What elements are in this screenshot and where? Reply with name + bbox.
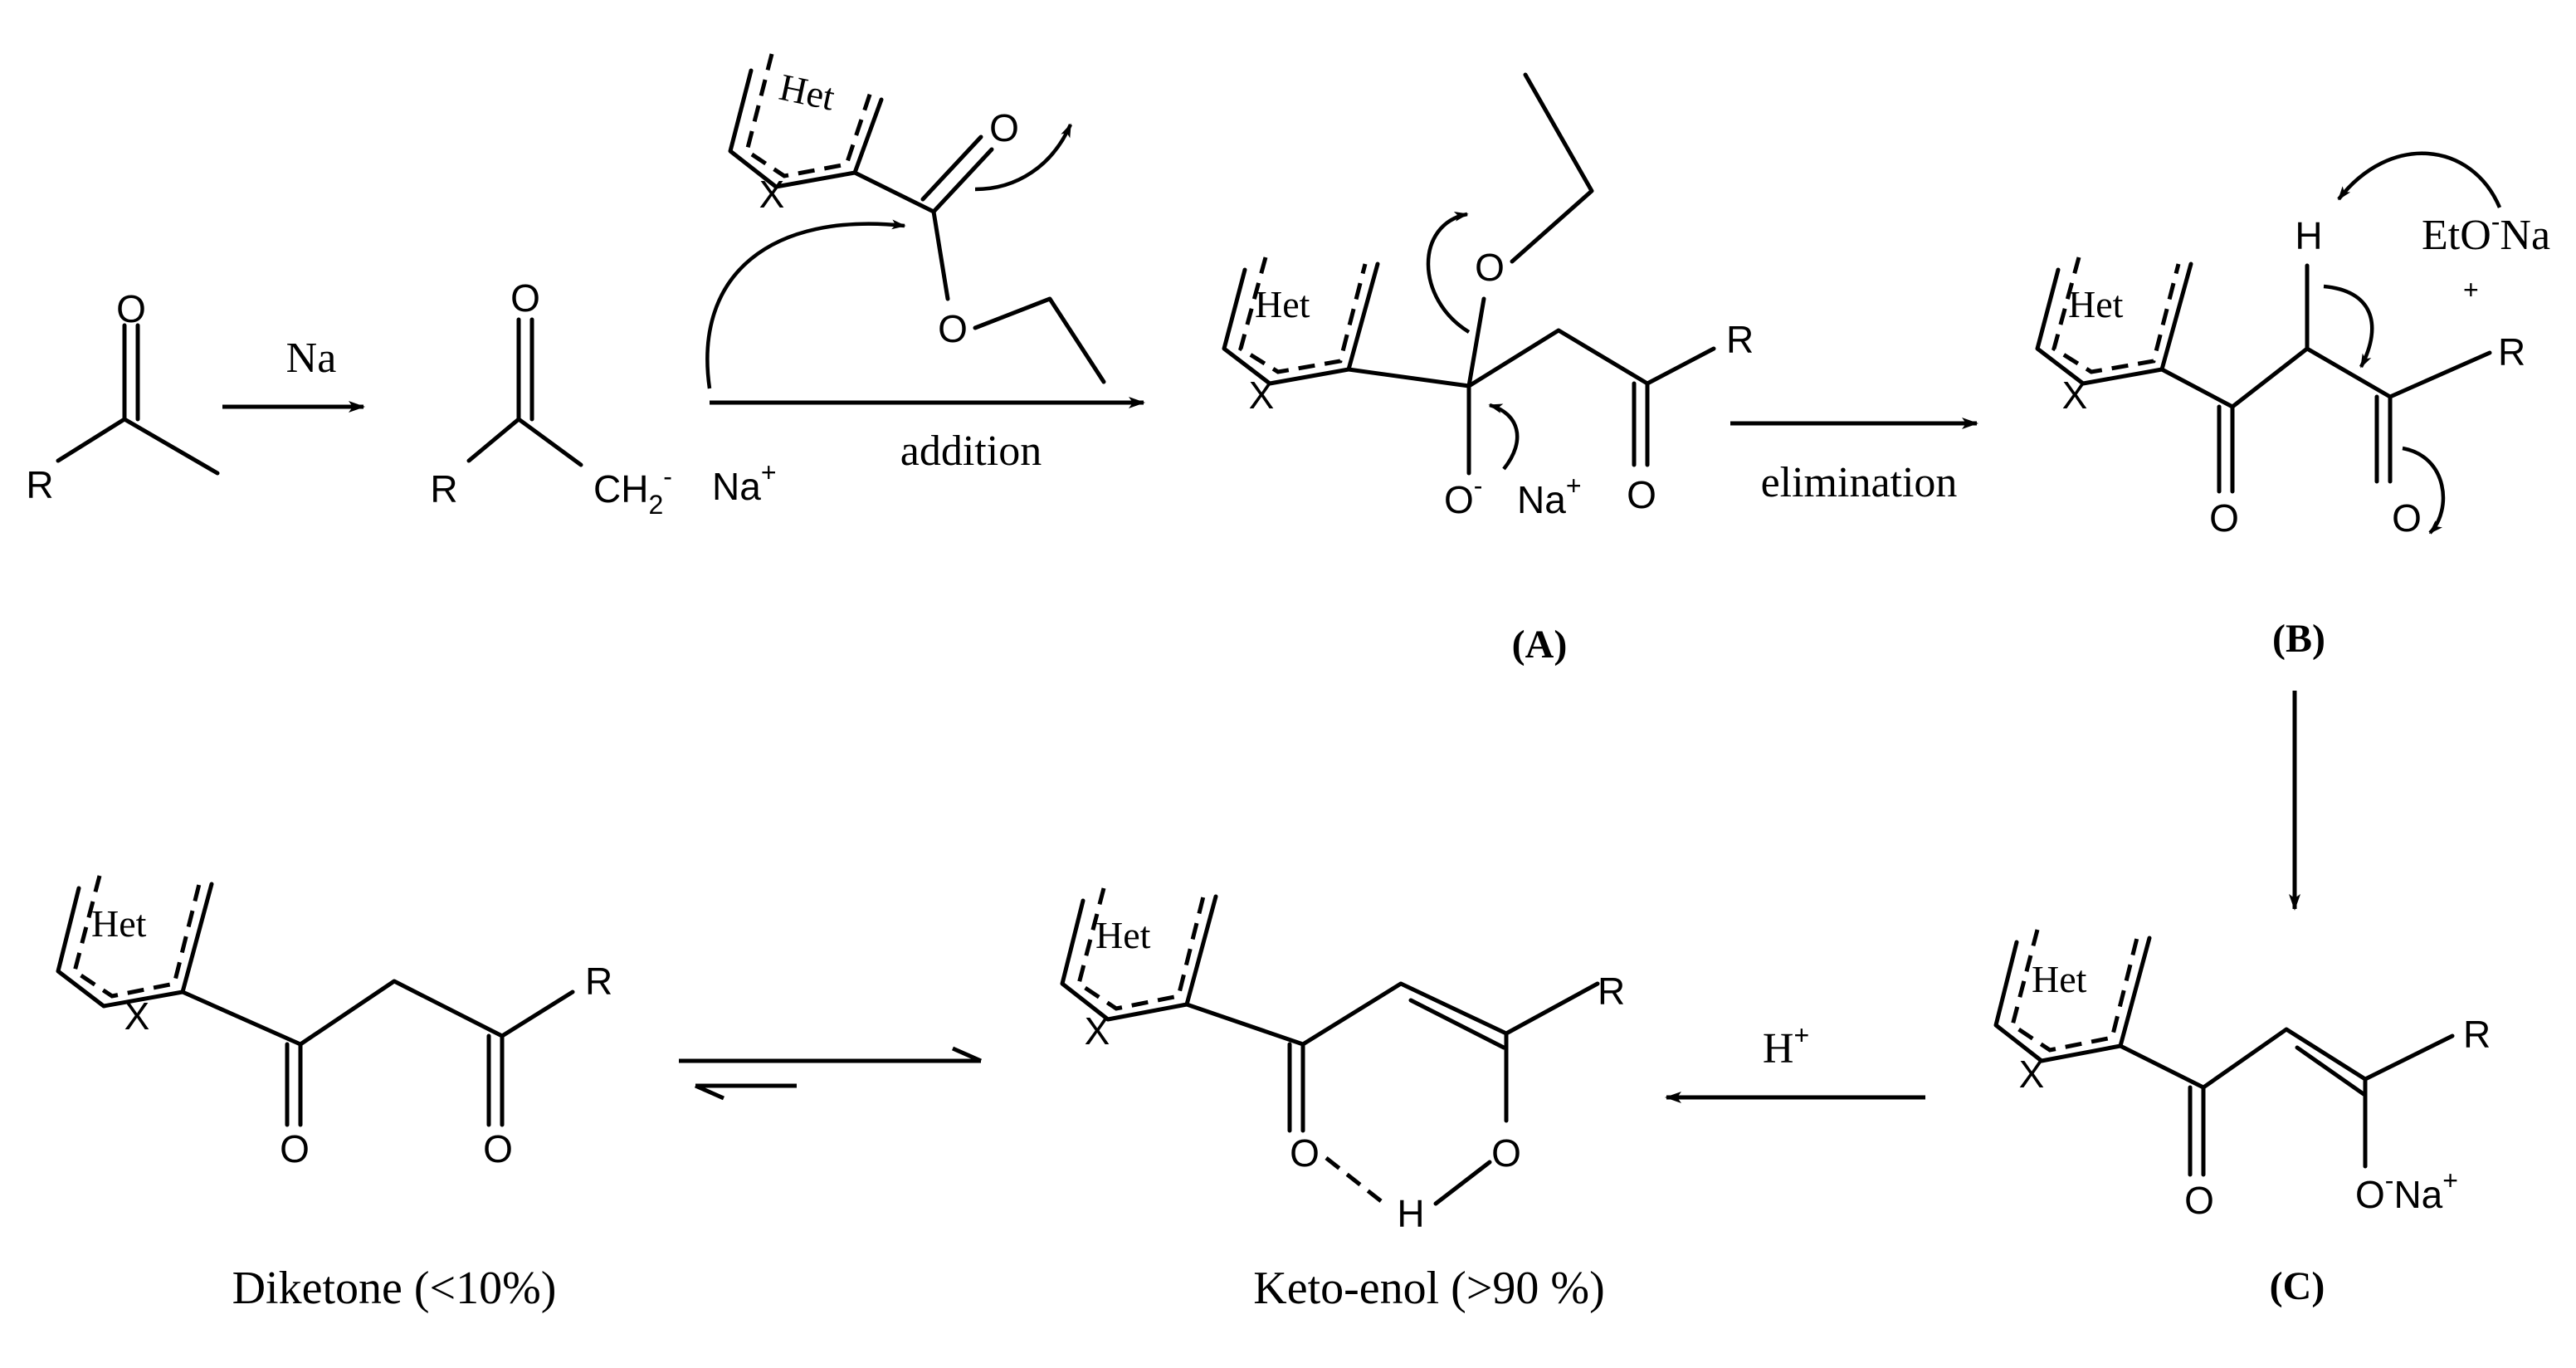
het-label: Het bbox=[2068, 283, 2124, 325]
atom-o-ketone-left: O bbox=[2209, 496, 2239, 540]
atom-o: O bbox=[510, 276, 540, 320]
atom-o-ketone-right: O bbox=[2392, 496, 2422, 540]
curly-arrow-reform-carbonyl bbox=[1488, 403, 1520, 471]
atom-h-bridging: H bbox=[1397, 1192, 1424, 1235]
atom-o-enol: O bbox=[1491, 1131, 1521, 1175]
curly-arrow-carbonyl-push bbox=[2402, 446, 2446, 535]
caption-diketone: Diketone (<10%) bbox=[232, 1263, 557, 1314]
atom-o-ester: O bbox=[938, 307, 968, 350]
condition-elimination: elimination bbox=[1761, 459, 1958, 506]
enolate-c-molecule: Het X O O-Na+ R bbox=[1993, 929, 2491, 1222]
label-a: (A) bbox=[1512, 623, 1568, 667]
atom-x: X bbox=[2062, 374, 2088, 417]
condition-acid: H+ bbox=[1763, 1020, 1809, 1072]
atom-o-minus-na: O-Na+ bbox=[2355, 1165, 2458, 1216]
intermediate-b-molecule: Het X O O H R EtO-Na + bbox=[2035, 151, 2550, 540]
curly-arrow-carbonyl bbox=[974, 123, 1073, 192]
atom-r: R bbox=[1598, 970, 1625, 1013]
atom-na-plus: Na+ bbox=[1517, 471, 1582, 521]
het-label: Het bbox=[1255, 283, 1310, 325]
atom-r: R bbox=[2463, 1013, 2491, 1056]
keto-enol-molecule: Het X O O H R bbox=[1060, 887, 1625, 1235]
curly-arrow-deprotonation bbox=[2337, 151, 2502, 208]
atom-r: R bbox=[585, 960, 612, 1003]
atom-o-ketone: O bbox=[2184, 1179, 2214, 1222]
atom-o-ketone-left: O bbox=[280, 1127, 310, 1170]
atom-x: X bbox=[124, 994, 150, 1038]
intermediate-a-molecule: Het X O O R O- Na+ bbox=[1222, 72, 1754, 521]
het-label: Het bbox=[1095, 914, 1151, 956]
reaction-step-protonation: H+ bbox=[1665, 1020, 1925, 1103]
atom-h-acidic: H bbox=[2295, 214, 2322, 257]
curly-arrow-ethoxide-leaving bbox=[1426, 212, 1471, 334]
label-c: (C) bbox=[2270, 1264, 2325, 1308]
atom-r: R bbox=[26, 463, 53, 506]
reaction-step-addition: addition bbox=[710, 397, 1145, 475]
plus-sign: + bbox=[2463, 275, 2479, 305]
atom-r: R bbox=[1726, 318, 1754, 361]
heteroaryl-ester-molecule: Het X O O bbox=[728, 53, 1106, 384]
condition-na: Na bbox=[286, 335, 337, 382]
reaction-step-na: Na bbox=[222, 335, 365, 413]
atom-r: R bbox=[430, 467, 457, 511]
het-label: Het bbox=[2032, 958, 2087, 1000]
atom-x: X bbox=[1249, 374, 1275, 417]
reaction-step-elimination: elimination bbox=[1730, 418, 1978, 506]
het-label: Het bbox=[91, 902, 147, 945]
diketone-molecule: Het X O O R bbox=[56, 875, 612, 1170]
caption-keto-enol: Keto-enol (>90 %) bbox=[1253, 1263, 1604, 1314]
atom-o-carbonyl: O bbox=[989, 106, 1019, 149]
curly-arrow-enolate-formation bbox=[2323, 284, 2374, 369]
enolate-molecule: O R CH2- Na+ bbox=[430, 276, 776, 520]
condition-addition: addition bbox=[900, 428, 1042, 475]
atom-o-minus: O- bbox=[1444, 471, 1482, 521]
label-b: (B) bbox=[2272, 617, 2325, 661]
atom-x: X bbox=[1085, 1009, 1110, 1053]
reagent-ethoxide: EtO-Na bbox=[2422, 207, 2550, 259]
atom-x: X bbox=[2019, 1053, 2045, 1096]
atom-o-ketone: O bbox=[1627, 473, 1656, 516]
atom-ch2: CH2- bbox=[593, 462, 672, 520]
atom-o-ketone-right: O bbox=[483, 1127, 513, 1170]
curly-arrow-attack bbox=[705, 219, 906, 389]
atom-o-ketone: O bbox=[1290, 1131, 1320, 1175]
atom-x: X bbox=[759, 173, 785, 216]
het-label: Het bbox=[776, 66, 839, 119]
atom-o-ether: O bbox=[1475, 246, 1505, 289]
atom-o: O bbox=[116, 287, 146, 330]
methyl-ketone-molecule: O R bbox=[26, 287, 220, 506]
atom-r: R bbox=[2498, 330, 2525, 374]
atom-na-plus: Na+ bbox=[712, 457, 777, 508]
equilibrium-arrows bbox=[679, 1046, 983, 1101]
